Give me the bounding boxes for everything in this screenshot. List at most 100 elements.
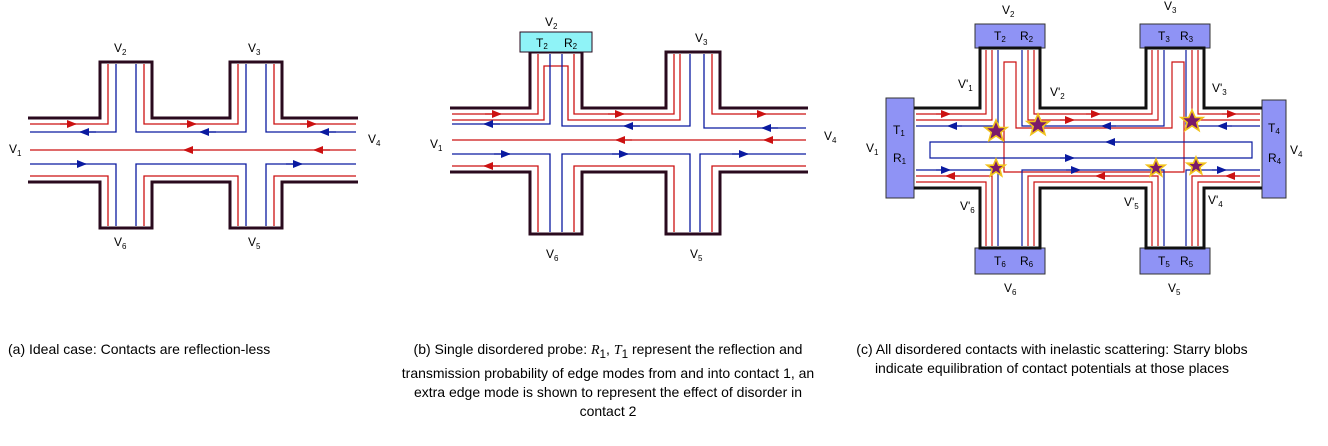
caption-b-math-r: R [590,343,600,358]
terminal-label-v5: V5 [248,235,261,251]
hall-bar-outline-top [28,60,358,120]
terminal-label-v2: V2 [1002,3,1015,19]
caption-c: (c) All disordered contacts with inelast… [856,341,1248,376]
equilibration-star [982,117,1010,143]
terminal-label-v2: V2 [114,41,127,57]
edge-mode-blue [452,153,551,232]
edge-mode-red [916,181,987,246]
caption-b-sub1: 1 [599,347,607,361]
terminal-label-v3: V3 [695,31,708,47]
probe-label-t2: T2 [994,29,1006,44]
edge-mode-red [1197,50,1260,115]
edge-mode-red [711,54,806,115]
probe-contact-5 [1139,247,1211,275]
edge-mode-red [1027,175,1159,246]
probe-label-r2: R2 [1020,29,1034,44]
probe-label-r6: R6 [1020,254,1034,269]
terminal-label-v6: V6 [546,247,559,263]
equilibration-star [1184,154,1208,176]
edge-mode-red [452,54,539,115]
primed-label-v3: V'3 [1212,81,1227,97]
terminal-label-v3: V3 [248,41,261,57]
edge-mode-blue-loop [929,141,1253,159]
hall-bar-outline-top [914,46,1262,110]
terminal-label-v1: V1 [9,142,22,158]
caption-a: (a) Ideal case: Contacts are reflection-… [8,341,271,357]
probe-label-t5: T5 [1158,254,1170,269]
terminal-label-v5: V5 [690,247,703,263]
edge-mode-blue [265,64,356,133]
terminal-label-v6: V6 [114,235,127,251]
terminal-label-v4: V4 [824,129,837,145]
edge-mode-red [273,64,356,125]
equilibration-star [1178,107,1206,133]
edge-mode-red [273,175,356,226]
edge-mode-blue [1185,169,1260,246]
primed-label-v1: V'1 [958,77,973,93]
edge-mode-red [30,64,109,125]
terminal-label-v1: V1 [430,137,443,153]
edge-mode-blue [30,64,117,133]
equilibration-star [1144,156,1168,178]
edge-mode-red [30,175,109,226]
hall-bar-outline-bottom [28,180,358,230]
edge-mode-red [711,165,806,232]
edge-mode-blue [1021,169,1165,246]
edge-mode-red [573,54,675,115]
hall-bar-outline-bottom [450,170,808,236]
probe-label-r2: R2 [564,36,578,51]
edge-mode-red [1197,181,1260,246]
edge-mode-red [1027,50,1159,121]
probe-contact-1 [885,97,915,199]
equilibration-star [984,156,1008,178]
probe-label-t3: T3 [1158,29,1170,44]
edge-mode-blue [30,163,117,226]
primed-label-v4: V'4 [1208,193,1223,209]
probe-label-t6: T6 [994,254,1006,269]
caption-b-rest: represent the reflection and transmissio… [401,341,815,419]
terminal-label-v3: V3 [1164,0,1177,15]
edge-mode-blue [1021,50,1165,127]
panel-c-hall-bar: T1 R1 T4 R4 T2 R2 T3 R3 T6 R6 T5 R5 V1 V… [866,0,1303,297]
edge-mode-red [916,50,993,121]
primed-label-v6: V'6 [960,199,975,215]
probe-contact-3 [1139,23,1211,49]
hall-bar-outline-top [450,50,808,110]
edge-mode-red-loop [1003,61,1185,173]
terminal-label-v4: V4 [1290,143,1303,159]
terminal-label-v2: V2 [545,15,558,31]
probe-label-t1: T1 [893,123,905,138]
terminal-label-v1: V1 [866,141,879,157]
terminal-label-v4: V4 [368,132,381,148]
caption-b-sep: , [606,341,614,357]
terminal-label-v6: V6 [1004,281,1017,297]
edge-mode-red [916,175,993,246]
edge-mode-red [452,165,539,232]
edge-mode-red-extra [452,54,681,121]
probe-label-r5: R5 [1180,254,1194,269]
probe-label-t2: T2 [536,36,548,51]
equilibration-star [1024,111,1052,137]
caption-b-prefix: (b) Single disordered probe: [413,341,591,357]
probe-label-r4: R4 [1268,151,1282,166]
caption-b-math-t: T [613,343,622,358]
probe-contact-4 [1261,99,1287,199]
terminal-label-v5: V5 [1168,281,1181,297]
primed-label-v2: V'2 [1050,85,1065,101]
edge-mode-red [916,50,987,115]
probe-contact-6 [974,247,1046,275]
edge-mode-red [573,165,675,232]
edge-mode-red [143,64,239,125]
probe-contact-2 [974,23,1046,49]
edge-mode-blue [265,163,356,226]
probe-label-t4: T4 [1268,121,1280,136]
primed-label-v5: V'5 [1124,195,1139,211]
panel-a-hall-bar: V1 V2 V3 V4 V5 V6 [9,41,381,251]
edge-mode-red [143,175,239,226]
caption-b: (b) Single disordered probe: R1, T1 repr… [398,340,818,421]
edge-mode-blue [135,163,247,226]
probe-contact-2 [519,31,593,53]
edge-mode-blue [699,153,806,232]
probe-label-r1: R1 [893,151,907,166]
